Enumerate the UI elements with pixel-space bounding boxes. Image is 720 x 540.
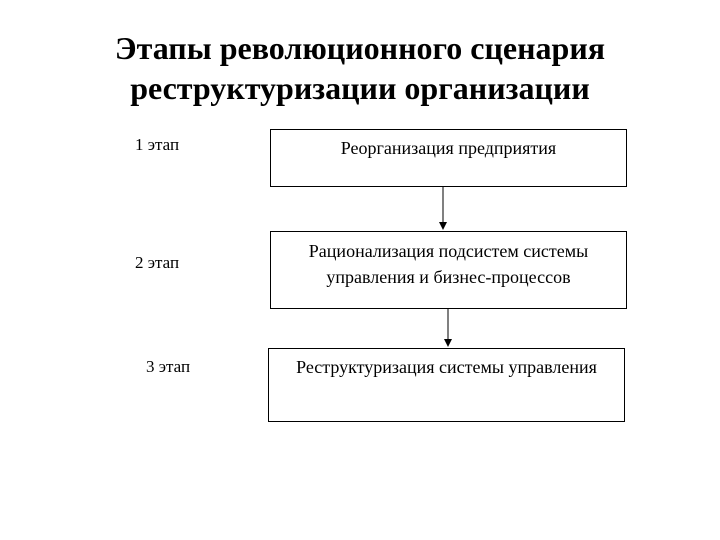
stage-3-box: Реструктуризация системы управления: [268, 348, 625, 422]
stage-1-box-text-line-1: Реорганизация предприятия: [340, 138, 557, 158]
stage-1-label: 1 этап: [135, 135, 180, 154]
stage-2-box: Рационализация подсистем системы управле…: [270, 231, 627, 309]
stage-2-box-text-line-2: управления и бизнес-процессов: [326, 267, 571, 287]
slide-title-line-2: реструктуризации организации: [130, 70, 590, 106]
slide-title-line-1: Этапы революционного сценария: [114, 30, 606, 66]
stage-1-box: Реорганизация предприятия: [270, 129, 627, 187]
stage-3-label: 3 этап: [146, 357, 191, 376]
slide-title: Этапы революционного сценария реструктур…: [0, 28, 720, 108]
stage-3-box-text-line-1: Реструктуризация системы управления: [296, 357, 597, 377]
stage-2-box-text-line-1: Рационализация подсистем системы: [308, 241, 589, 261]
stage-2-label: 2 этап: [135, 253, 180, 272]
